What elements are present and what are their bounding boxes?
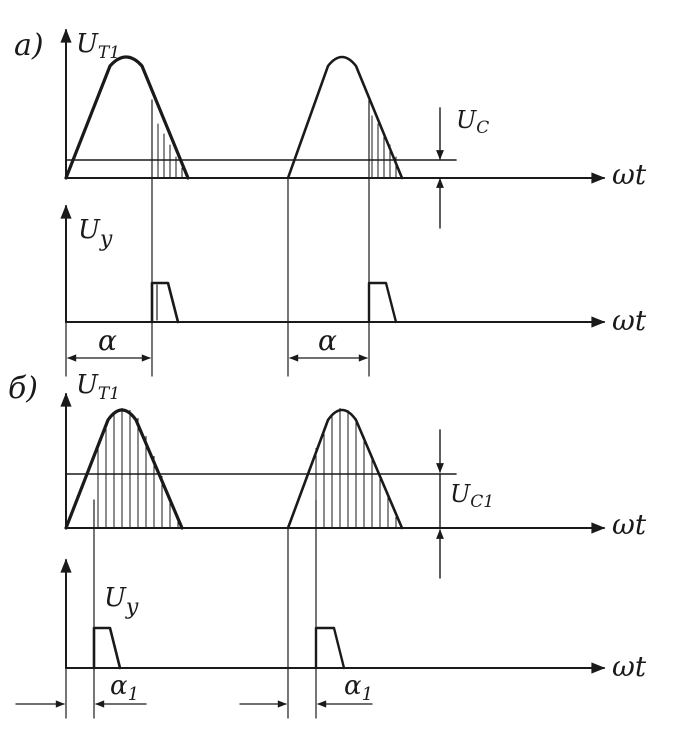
panel-b-bottom-axis-label: Uy bbox=[104, 583, 139, 620]
panel-a-threshold-label: UC bbox=[456, 106, 489, 138]
panel-a-control-pulse-1 bbox=[150, 281, 180, 324]
panel-b-control-pulse-2 bbox=[314, 626, 346, 670]
panel-a-top-time-label: ωt bbox=[612, 158, 647, 191]
panel-a-top-axis-label: UT1 bbox=[76, 29, 120, 63]
panel-b-top-axis-label: UT1 bbox=[76, 370, 120, 404]
panel-a-alpha-label-2: α bbox=[318, 324, 337, 357]
panel-a-alpha-label-1: α bbox=[98, 324, 117, 357]
panel-b-bottom-time-label: ωt bbox=[612, 650, 647, 683]
panel-a-control-pulse-2 bbox=[367, 281, 398, 324]
panel-b-marker: б) bbox=[8, 371, 38, 406]
panel-a-marker: a) bbox=[14, 28, 44, 63]
panel-b-pulse-2 bbox=[286, 408, 404, 530]
panel-b-threshold-label: UC1 bbox=[450, 480, 494, 512]
panel-b-control-pulse-1 bbox=[92, 626, 122, 670]
panel-a-pulse-2 bbox=[286, 55, 404, 180]
panel-a: a) UT1 ωt UC bbox=[14, 28, 647, 377]
panel-a-bottom-time-label: ωt bbox=[612, 304, 647, 337]
panel-a-hatch-2 bbox=[371, 115, 397, 179]
panel-a-pulse-1 bbox=[64, 55, 190, 180]
panel-b-alpha-label-1: α1 bbox=[110, 671, 139, 705]
panel-b-hatch-1 bbox=[97, 408, 179, 528]
panel-b-top-time-label: ωt bbox=[612, 508, 647, 541]
panel-a-bottom-axis-label: Uy bbox=[78, 215, 113, 252]
panel-b-hatch-2 bbox=[315, 408, 397, 528]
panel-b-pulse-1 bbox=[64, 408, 184, 530]
panel-b: б) UT1 ωt bbox=[8, 370, 647, 719]
panel-b-alpha-label-2: α1 bbox=[344, 671, 373, 705]
